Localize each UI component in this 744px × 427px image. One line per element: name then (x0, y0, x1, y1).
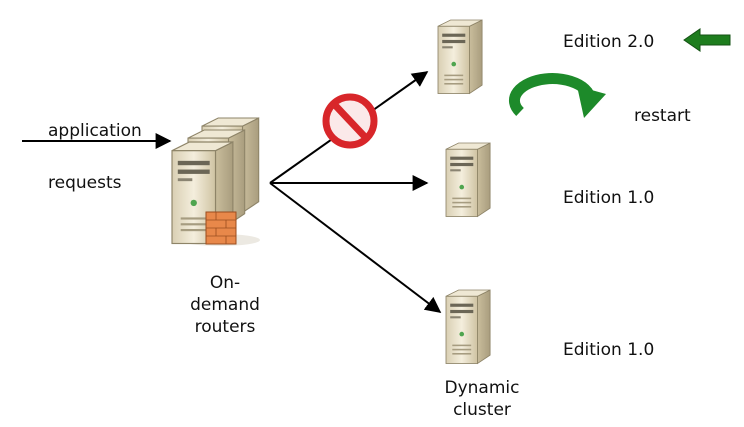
label-application: application (48, 121, 142, 141)
router-caption-line3: routers (194, 317, 256, 337)
cluster-caption: Dynamic cluster (432, 377, 532, 421)
left-arrow-icon (683, 28, 731, 52)
restart-arrow-icon (508, 73, 606, 118)
route-arrow-bottom (269, 182, 442, 313)
label-edition-bottom: Edition 1.0 (563, 340, 655, 360)
server-icon (445, 142, 491, 218)
label-restart: restart (634, 106, 691, 126)
server-icon (445, 289, 491, 365)
label-edition-mid: Edition 1.0 (563, 188, 655, 208)
no-entry-icon (322, 93, 378, 149)
firewall-icon (205, 211, 237, 245)
router-caption: On- demand routers (180, 272, 270, 338)
router-caption-line1: On- (209, 273, 241, 293)
label-requests: requests (48, 173, 122, 193)
cluster-caption-line1: Dynamic (444, 378, 520, 398)
cluster-caption-line2: cluster (453, 400, 511, 420)
server-icon (437, 19, 483, 95)
label-edition-top: Edition 2.0 (563, 32, 655, 52)
server-stack-icon (171, 117, 260, 246)
router-caption-line2: demand (190, 295, 260, 315)
